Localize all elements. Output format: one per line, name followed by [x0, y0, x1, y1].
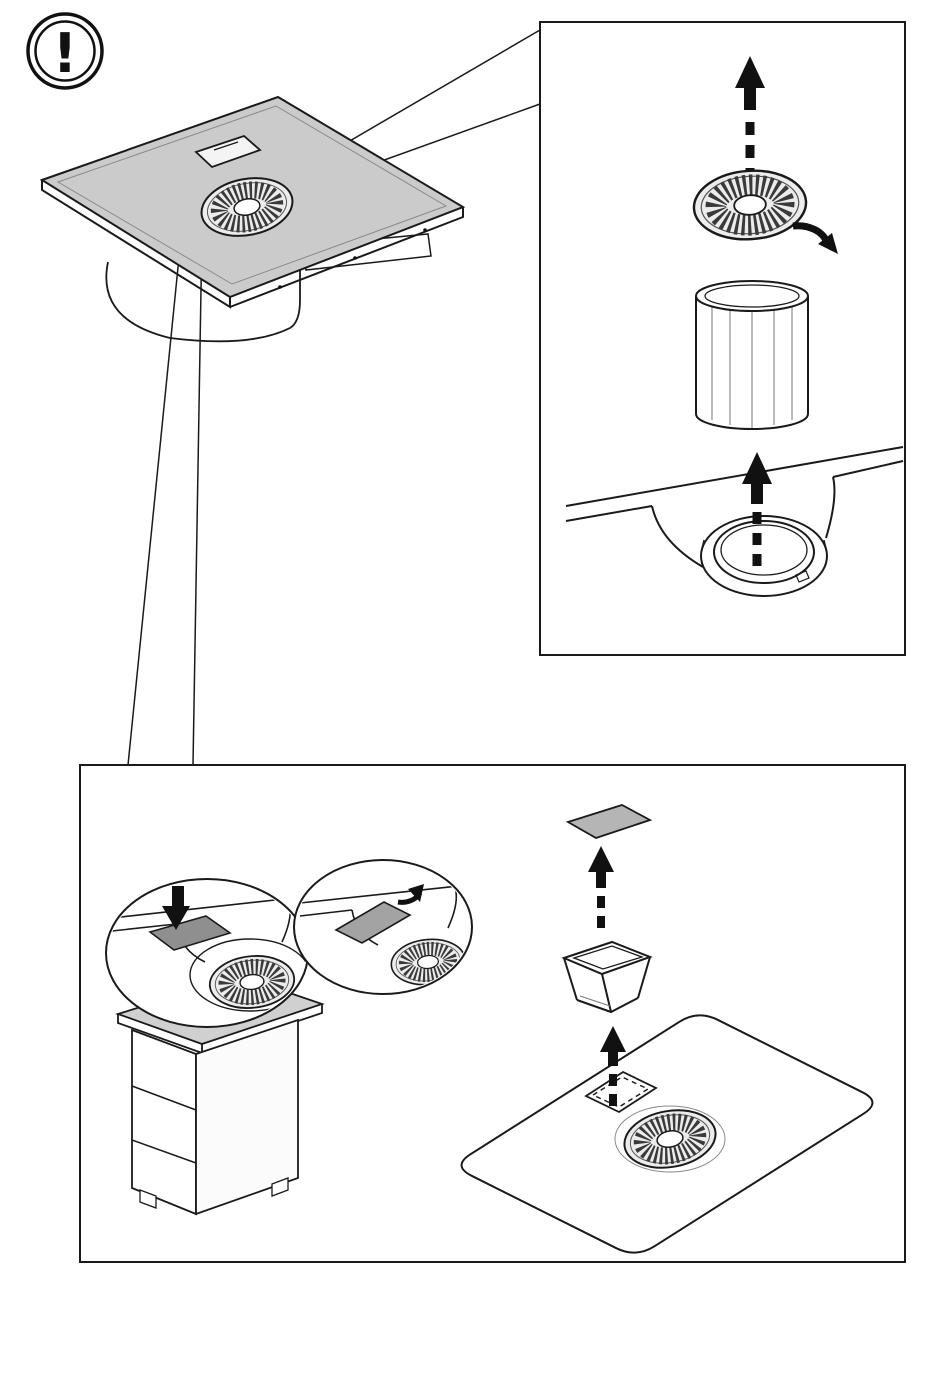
worktop-well [565, 446, 904, 597]
cabinet-side [195, 1018, 299, 1216]
detail-panel-top-right [539, 21, 906, 656]
arrow-up-icon [588, 846, 614, 936]
screw-dot [278, 285, 282, 289]
detail-panel-bottom [79, 764, 906, 1263]
filter-cover-pressed [148, 915, 232, 951]
glass-inner-border [56, 105, 448, 285]
arrow-down-icon [162, 886, 190, 930]
exclamation-glyph: ! [53, 22, 78, 85]
arrow-up-icon [742, 452, 772, 566]
slab-thickness-right [229, 207, 464, 308]
extractor-plenum [105, 261, 301, 343]
grease-tray [561, 940, 653, 1014]
lift-cover-callout [293, 859, 473, 995]
rotate-clockwise-icon [792, 222, 838, 254]
panel-border [539, 21, 906, 656]
slab-thickness-left [41, 180, 231, 309]
filter-cover-lifted [334, 901, 412, 944]
arrow-up-icon [600, 1026, 626, 1110]
screw-dot [353, 256, 357, 260]
press-cover-callout [105, 878, 309, 1028]
warning-icon: ! [26, 12, 104, 90]
clip-tab [795, 570, 810, 583]
arrow-up-icon [735, 56, 765, 172]
control-panel [194, 134, 262, 169]
control-display-line [213, 141, 239, 151]
cabinet-front [131, 1028, 197, 1216]
drawer-lines [131, 1085, 197, 1164]
screw-dot [423, 228, 427, 232]
cabinet-foot [271, 1177, 289, 1197]
cabinet-foot [139, 1189, 157, 1209]
rotate-out-arrow-icon [397, 884, 424, 905]
cooktop-overview-figure [39, 95, 466, 343]
cover-plate [565, 804, 653, 839]
filter-cylinder [695, 280, 809, 430]
